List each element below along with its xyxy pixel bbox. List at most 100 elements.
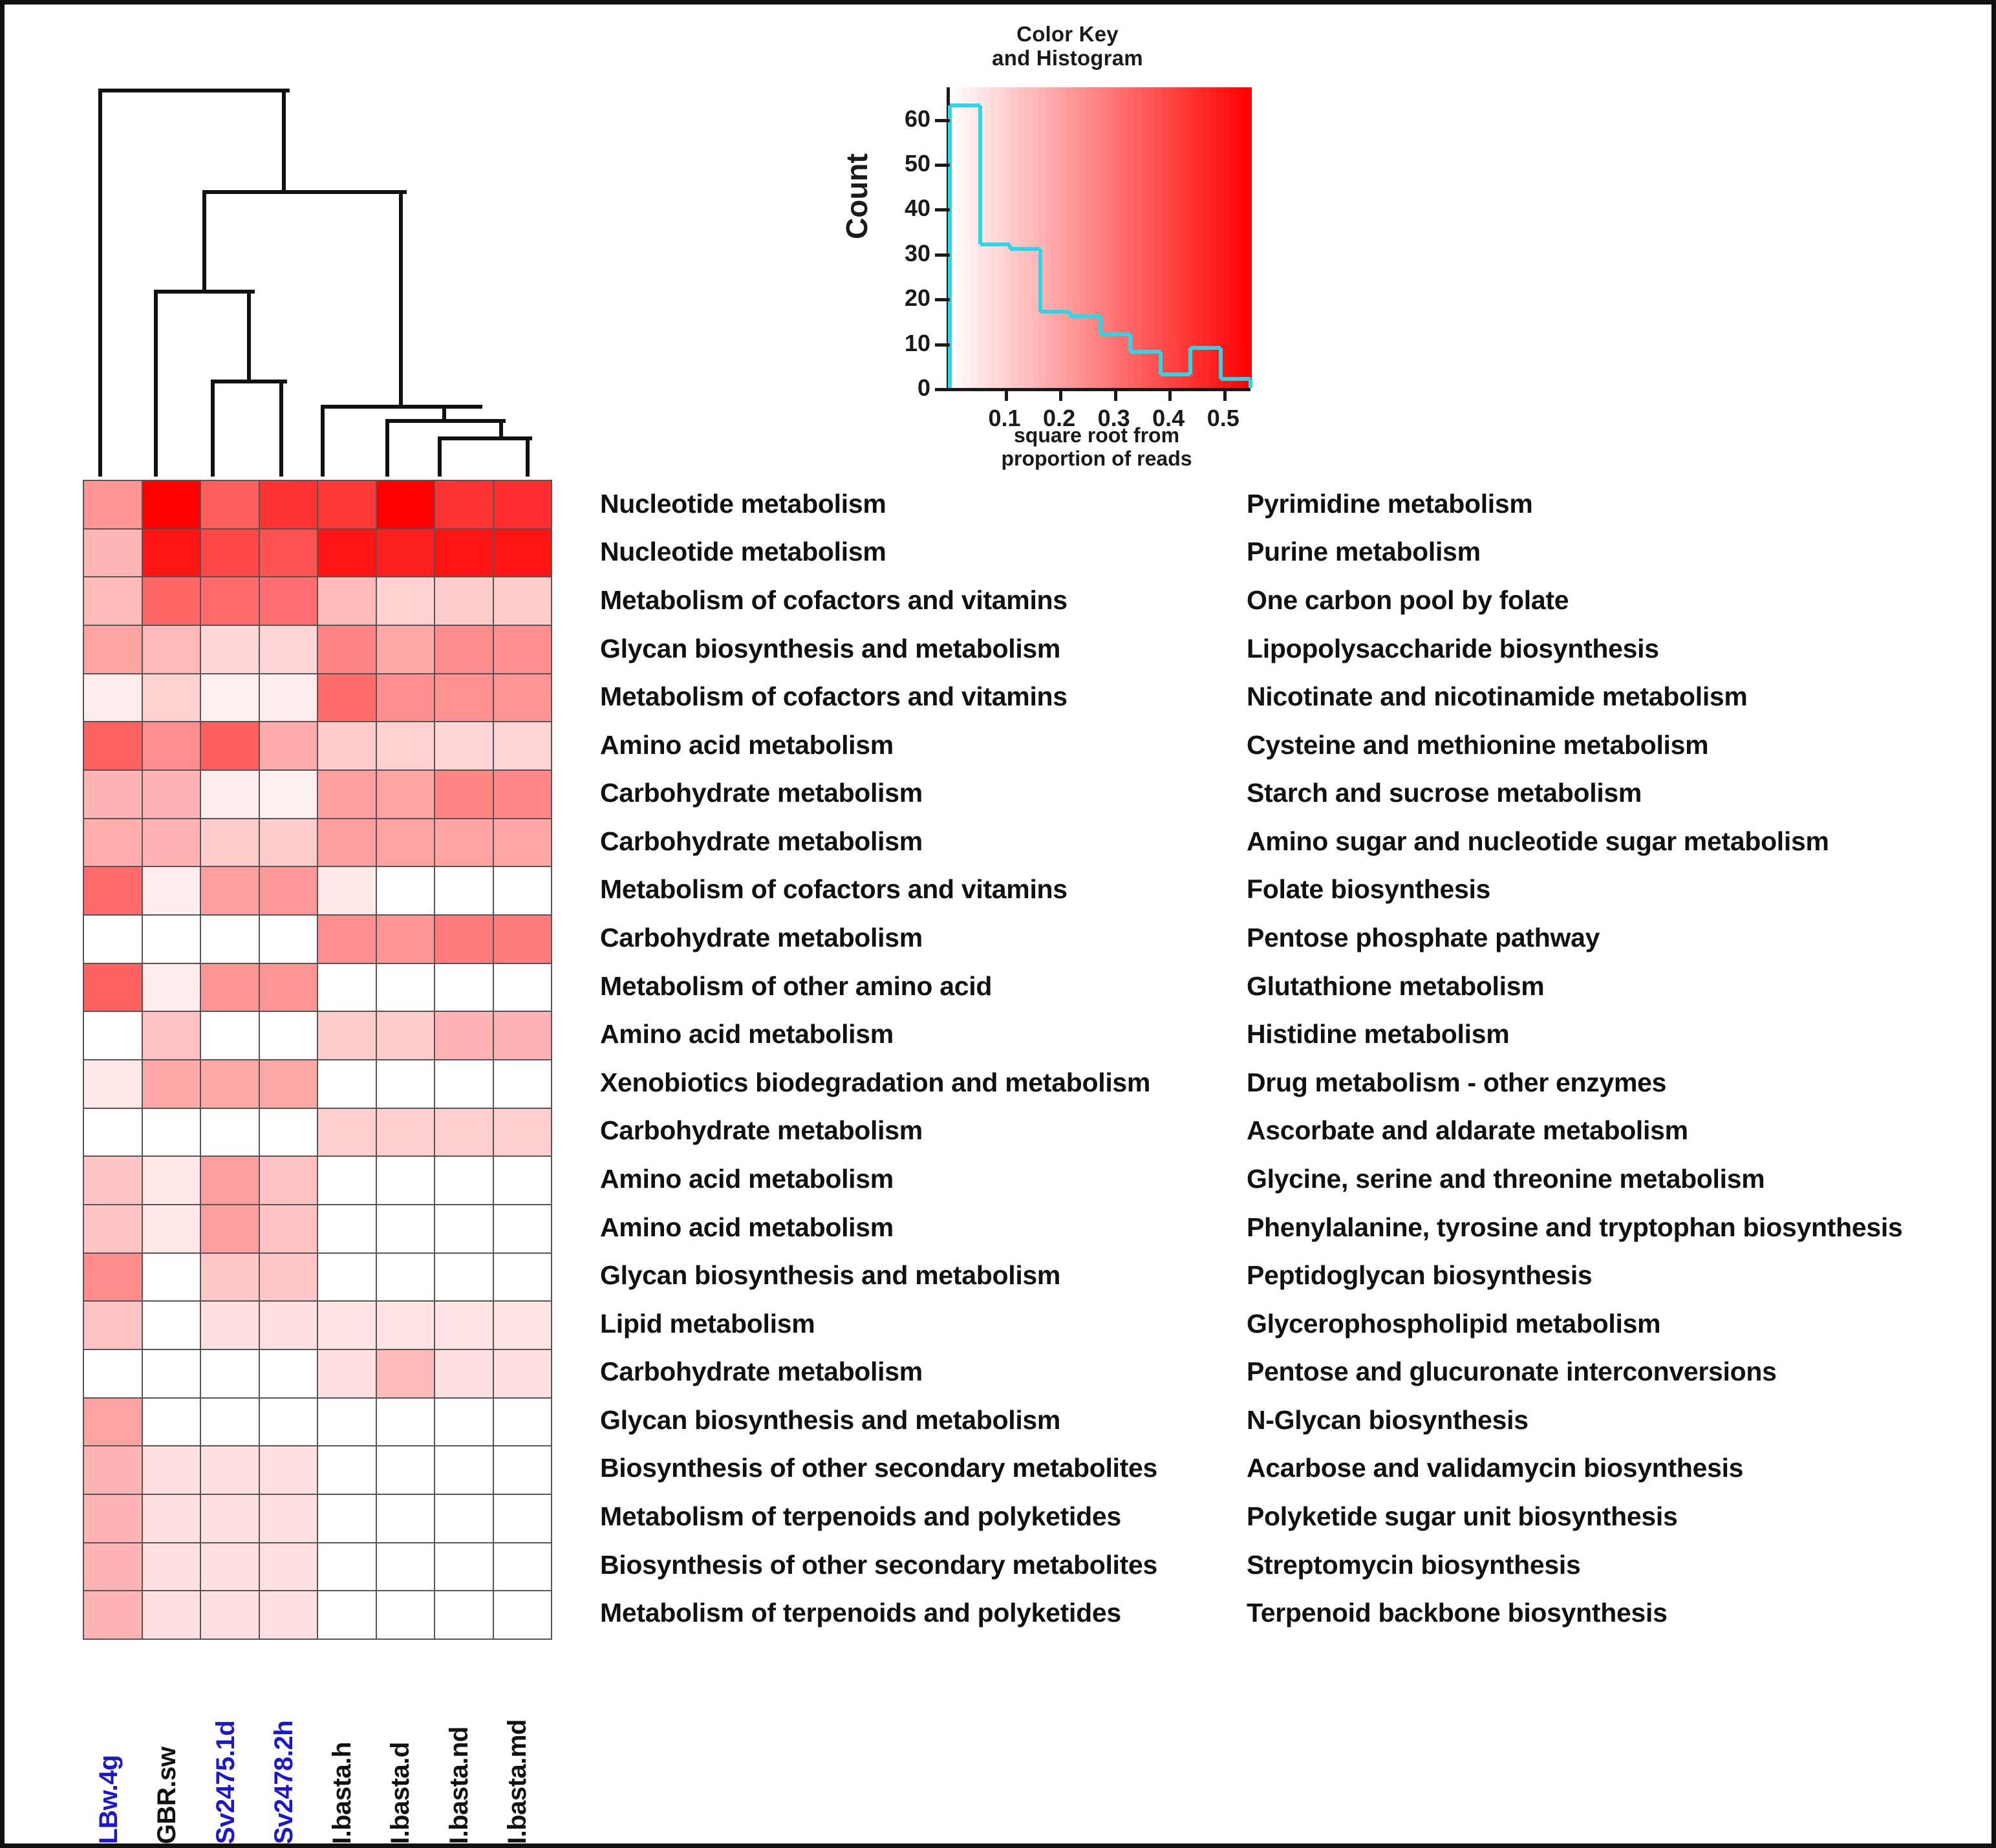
heatmap-cell xyxy=(259,1253,317,1301)
heatmap-cell xyxy=(259,770,317,818)
heatmap-cell xyxy=(376,481,434,528)
heatmap-cell xyxy=(435,1157,493,1204)
color-gradient-segment xyxy=(1086,87,1095,388)
histogram-y-tick-label: 40 xyxy=(904,195,930,222)
row-pathway-label: Ascorbate and aldarate metabolism xyxy=(1247,1115,1688,1146)
color-gradient-segment xyxy=(1236,87,1245,388)
color-gradient-segment xyxy=(963,87,972,388)
row-pathway-label: Amino sugar and nucleotide sugar metabol… xyxy=(1247,826,1829,856)
heatmap-cell xyxy=(84,481,142,528)
dendrogram-branch xyxy=(385,419,389,477)
heatmap-cell xyxy=(201,1205,259,1252)
heatmap-cell xyxy=(142,1591,200,1638)
histogram-x-tick-label: 0.3 xyxy=(1097,405,1130,431)
histogram-step-riser xyxy=(1218,347,1223,380)
color-gradient-segment xyxy=(1155,87,1163,388)
row-pathway-label: Histidine metabolism xyxy=(1247,1019,1510,1049)
row-category-label: Glycan biosynthesis and metabolism xyxy=(600,1260,1061,1291)
dendrogram-branch xyxy=(385,419,506,423)
row-category-label: Carbohydrate metabolism xyxy=(600,1115,923,1146)
color-gradient-segment xyxy=(950,87,958,388)
heatmap-cell xyxy=(259,481,317,528)
histogram-y-tick-label: 50 xyxy=(904,149,930,177)
heatmap-cell xyxy=(493,1446,551,1494)
histogram-x-tick-label: 0.1 xyxy=(988,405,1021,431)
histogram-step-top xyxy=(1040,310,1070,314)
color-gradient-segment xyxy=(970,87,979,388)
heatmap-cell xyxy=(201,963,259,1011)
heatmap-cell xyxy=(201,674,259,722)
row-label: Glycan biosynthesis and metabolism N-Gly… xyxy=(600,1396,1971,1445)
histogram-step-riser xyxy=(978,105,982,244)
heatmap-cell xyxy=(259,529,317,577)
heatmap-cell xyxy=(142,1543,200,1591)
histogram-y-tick xyxy=(935,118,950,122)
row-category-label: Metabolism of terpenoids and polyketides xyxy=(600,1598,1121,1628)
heatmap-cell xyxy=(259,1205,317,1252)
heatmap-cell xyxy=(493,1349,551,1397)
heatmap-cell xyxy=(376,722,434,769)
heatmap-cell xyxy=(435,1591,493,1638)
heatmap-cell xyxy=(84,1108,142,1156)
row-label: Metabolism of terpenoids and polyketides… xyxy=(600,1589,1971,1637)
row-label: Biosynthesis of other secondary metaboli… xyxy=(600,1445,1971,1493)
heatmap-cell xyxy=(493,1494,551,1542)
heatmap-cell xyxy=(201,819,259,866)
heatmap-cell xyxy=(142,1205,200,1252)
heatmap-cell xyxy=(376,1494,434,1542)
color-gradient-segment xyxy=(1113,87,1122,388)
heatmap-cell xyxy=(435,577,493,625)
heatmap-cell xyxy=(493,577,551,625)
heatmap-cell xyxy=(259,867,317,914)
heatmap-cell xyxy=(201,1253,259,1301)
heatmap-cell xyxy=(318,625,376,673)
heatmap-cell xyxy=(376,1060,434,1108)
heatmap-cell xyxy=(435,1060,493,1108)
row-pathway-label: Nicotinate and nicotinamide metabolism xyxy=(1247,682,1748,712)
histogram-x-tick xyxy=(1223,388,1227,401)
histogram-x-axis-title: square root from proportion of reads xyxy=(916,424,1278,471)
color-gradient-segment xyxy=(1025,87,1033,388)
heatmap-cell xyxy=(84,674,142,722)
color-gradient-segment xyxy=(1230,87,1238,388)
heatmap-cell xyxy=(318,1012,376,1059)
row-pathway-label: Lipopolysaccharide biosynthesis xyxy=(1247,633,1659,663)
heatmap-cell xyxy=(84,722,142,769)
heatmap-cell xyxy=(259,1446,317,1494)
heatmap-cell xyxy=(376,625,434,673)
heatmap-cell xyxy=(435,1253,493,1301)
heatmap-cell xyxy=(259,819,317,866)
color-gradient-segment xyxy=(1073,87,1081,388)
histogram-step-top xyxy=(1160,372,1190,377)
heatmap-cell xyxy=(259,1157,317,1204)
column-label: Sv2475.1d xyxy=(211,1720,240,1844)
row-pathway-label: Pentose phosphate pathway xyxy=(1247,923,1600,953)
color-gradient-segment xyxy=(1175,87,1184,388)
color-key-title-line1: Color Key xyxy=(1016,22,1119,46)
heatmap-cell xyxy=(435,867,493,914)
histogram-step-line xyxy=(948,87,1252,388)
heatmap-cell xyxy=(142,770,200,818)
row-pathway-label: Cysteine and methionine metabolism xyxy=(1247,729,1709,760)
heatmap-cell xyxy=(259,1398,317,1446)
heatmap-cell xyxy=(493,529,551,577)
row-category-label: Biosynthesis of other secondary metaboli… xyxy=(600,1453,1157,1483)
histogram-step-top xyxy=(950,103,980,107)
heatmap-cell xyxy=(376,1446,434,1494)
heatmap-cell xyxy=(318,481,376,528)
row-pathway-label: Phenylalanine, tyrosine and tryptophan b… xyxy=(1247,1212,1903,1242)
row-category-label: Metabolism of other amino acid xyxy=(600,971,993,1001)
histogram-step-top xyxy=(1130,350,1161,354)
heatmap-cell xyxy=(142,529,200,577)
histogram-y-tick xyxy=(935,163,950,167)
row-category-label: Carbohydrate metabolism xyxy=(600,1357,923,1387)
